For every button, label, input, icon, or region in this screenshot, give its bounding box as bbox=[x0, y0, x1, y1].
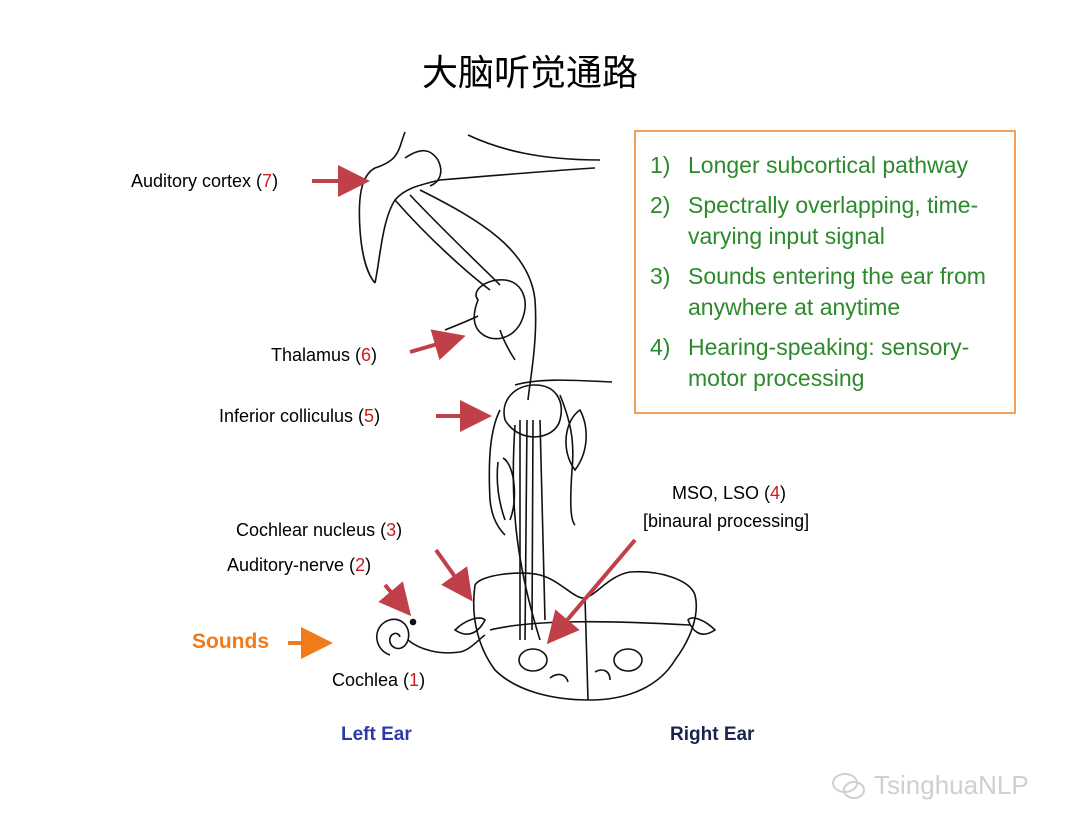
note-item: 1) Longer subcortical pathway bbox=[650, 150, 1006, 181]
note-number: 3) bbox=[650, 263, 671, 289]
note-item: 4) Hearing-speaking: sensory-motor proces… bbox=[650, 332, 1006, 394]
label-auditory-nerve: Auditory-nerve (2) bbox=[227, 555, 372, 575]
label-right-ear: Right Ear bbox=[670, 724, 755, 745]
label-mso-lso: MSO, LSO (4) bbox=[672, 483, 787, 503]
label-binaural-processing: [binaural processing] bbox=[643, 511, 810, 531]
note-text: Sounds entering the ear from anywhere at… bbox=[688, 263, 986, 320]
watermark: TsinghuaNLP bbox=[832, 770, 1029, 801]
label-auditory-cortex: Auditory cortex (7) bbox=[131, 171, 279, 191]
label-cochlear-nucleus: Cochlear nucleus (3) bbox=[236, 520, 403, 540]
inferior-colliculus-shape bbox=[488, 379, 613, 641]
thalamus-shape bbox=[444, 279, 526, 361]
cochlea-shape bbox=[376, 618, 486, 656]
notes-box: 1) Longer subcortical pathway 2) Spectrall… bbox=[634, 130, 1016, 414]
arrow-auditory-nerve bbox=[378, 581, 412, 617]
note-text: Hearing-speaking: sensory-motor processi… bbox=[688, 334, 970, 391]
note-number: 1) bbox=[650, 152, 671, 178]
note-text: Longer subcortical pathway bbox=[688, 152, 968, 178]
page-title: 大脑听觉通路 bbox=[421, 53, 638, 94]
wechat-icon bbox=[832, 772, 865, 799]
note-number: 2) bbox=[650, 192, 671, 218]
note-item: 2) Spectrally overlapping, time-varying i… bbox=[650, 190, 1006, 252]
label-thalamus: Thalamus (6) bbox=[271, 345, 378, 365]
label-sounds: Sounds bbox=[192, 630, 269, 653]
label-left-ear: Left Ear bbox=[341, 724, 412, 745]
arrow-thalamus bbox=[409, 329, 466, 361]
arrow-mso-lso bbox=[546, 538, 637, 645]
watermark-text: TsinghuaNLP bbox=[874, 770, 1029, 800]
brainstem-section bbox=[453, 570, 717, 701]
arrow-cochlear-nucleus bbox=[434, 548, 473, 602]
note-number: 4) bbox=[650, 334, 671, 360]
label-cochlea: Cochlea (1) bbox=[332, 670, 426, 690]
note-item: 3) Sounds entering the ear from anywhere … bbox=[650, 261, 1006, 323]
auditory-cortex-shape bbox=[358, 131, 601, 401]
note-text: Spectrally overlapping, time-varying inp… bbox=[688, 192, 979, 249]
label-inferior-colliculus: Inferior colliculus (5) bbox=[219, 406, 381, 426]
